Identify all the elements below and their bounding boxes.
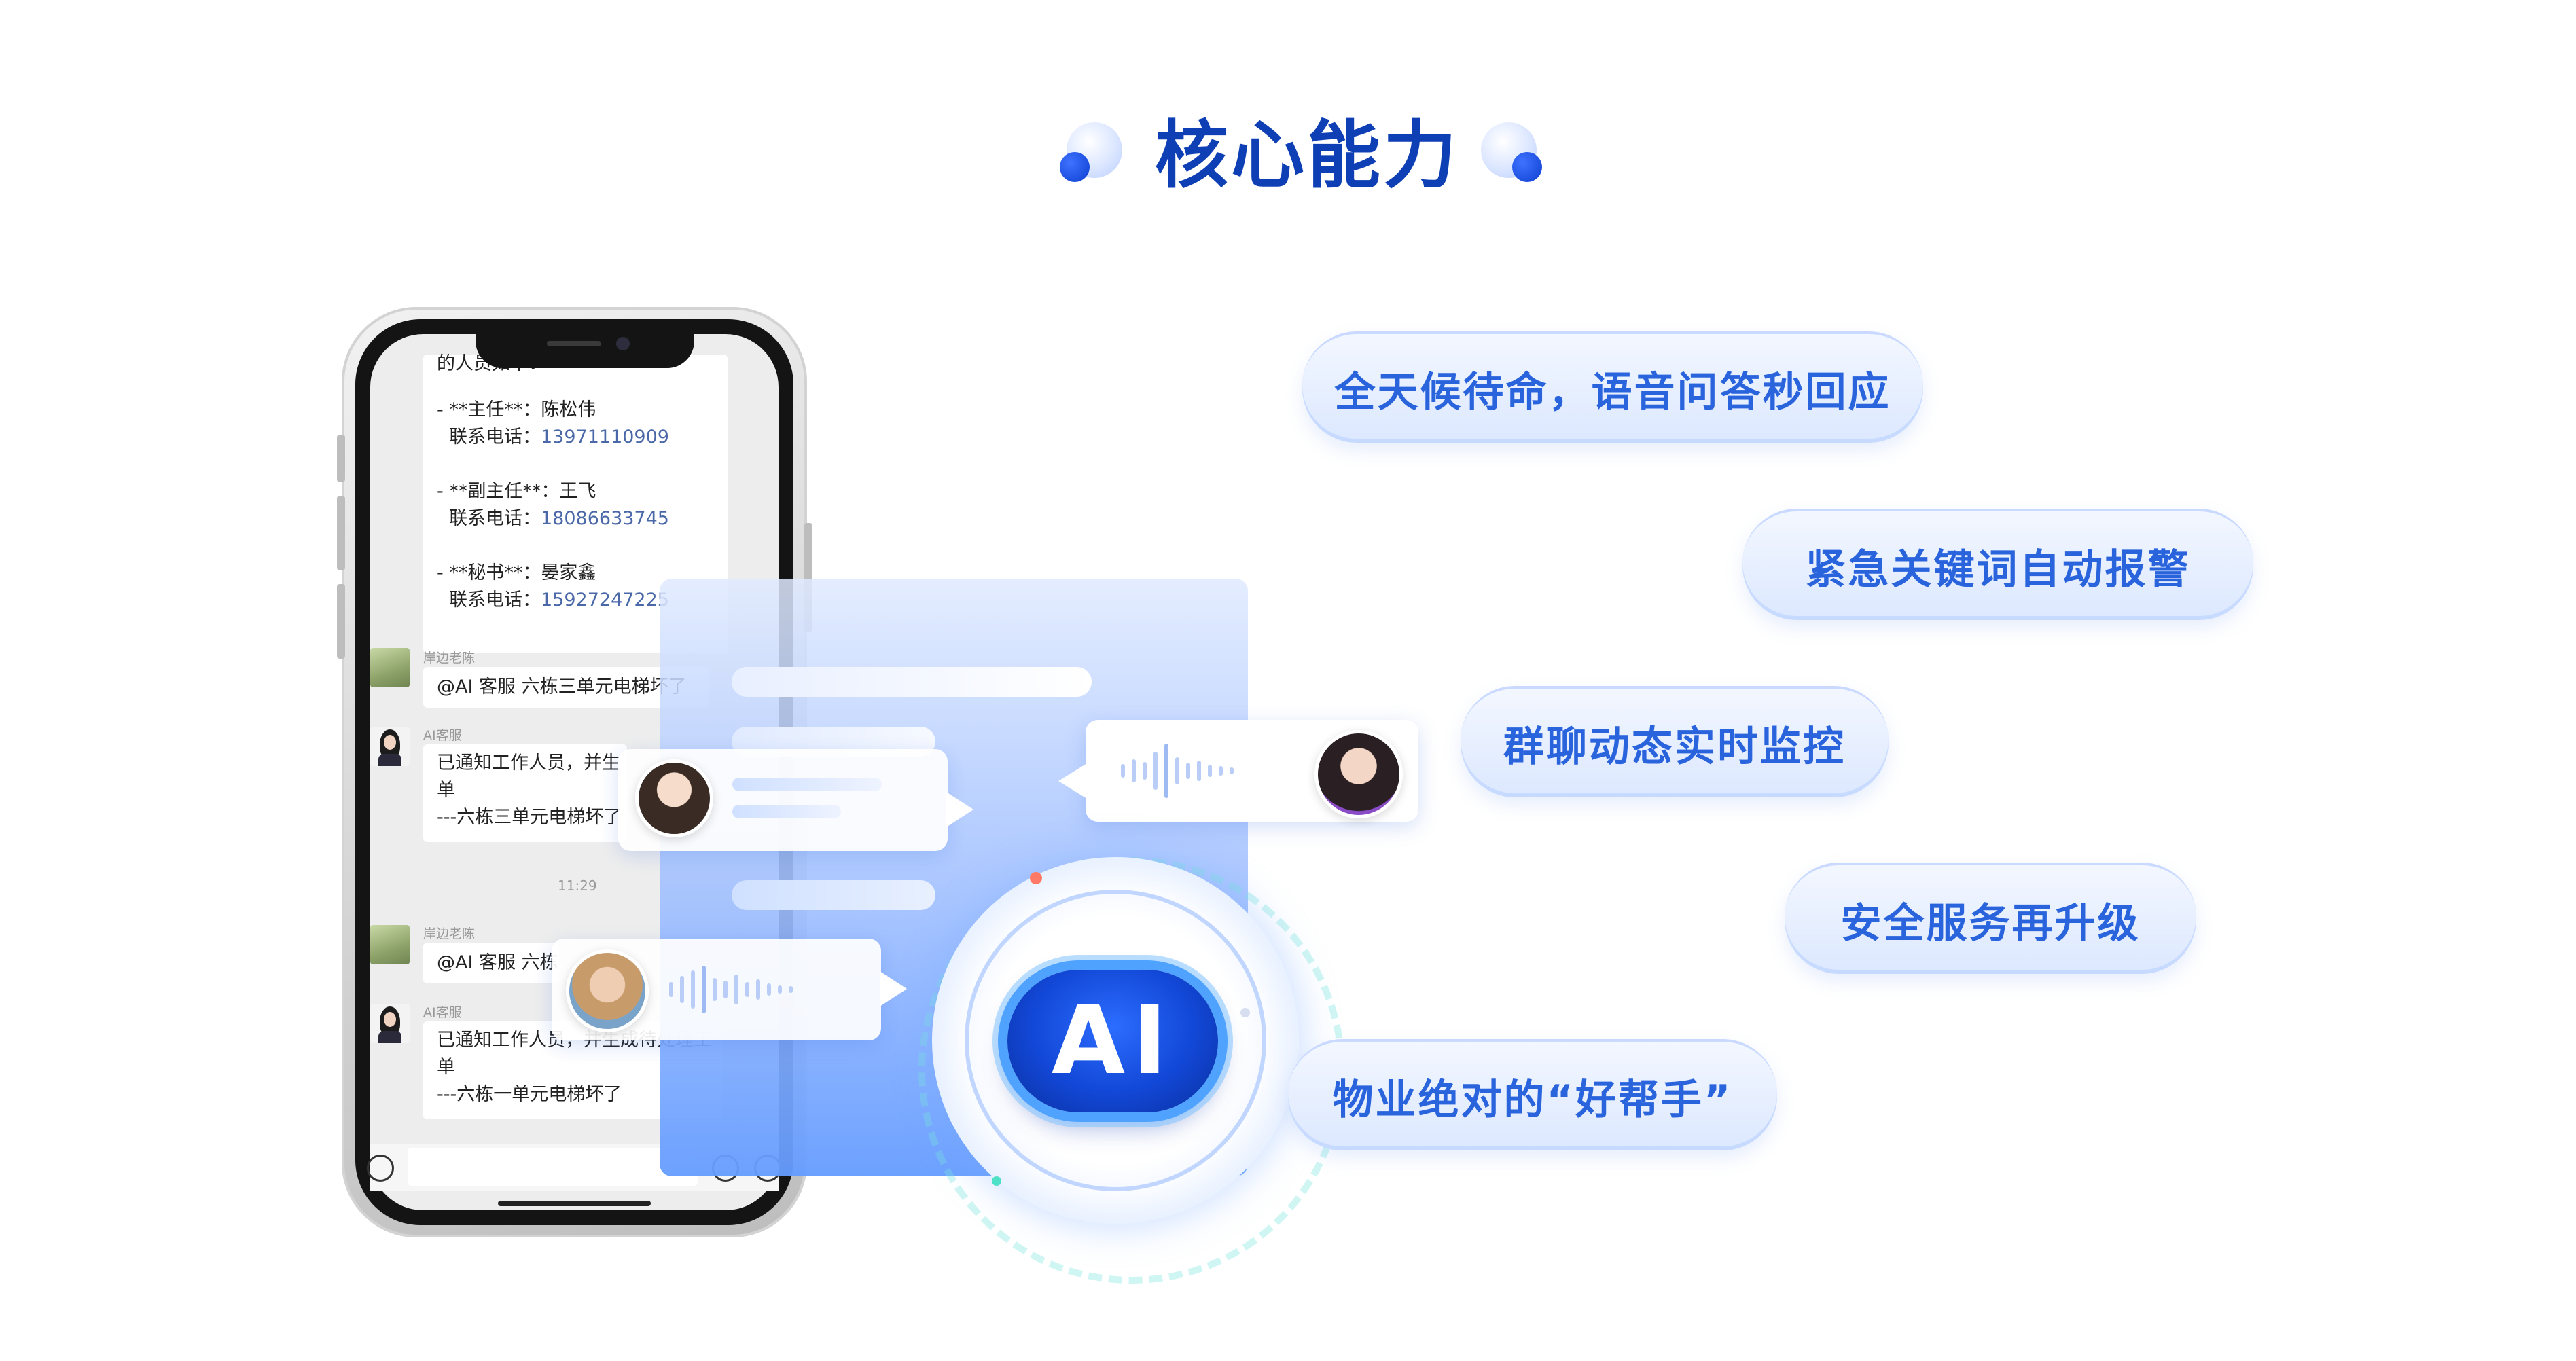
avatar[interactable]: [370, 648, 410, 687]
feature-label: 紧急关键词自动报警: [1805, 545, 2191, 594]
phone-camera: [616, 337, 630, 350]
heading-decoration-right: [1481, 122, 1542, 183]
phone-label: 联系电话：: [449, 508, 541, 529]
text-placeholder-line: [732, 778, 882, 791]
voice-icon[interactable]: [367, 1155, 394, 1182]
female-avatar-icon: [1314, 730, 1403, 818]
audio-waveform-icon: [1121, 740, 1234, 801]
phone-volume-down: [337, 584, 345, 659]
panel-bar: [732, 880, 935, 910]
orb-dot-teal: [992, 1176, 1001, 1186]
card-tail: [946, 792, 973, 827]
chat-text: @AI 客服 六栋三单元电梯坏了: [437, 676, 687, 697]
chat-input[interactable]: [408, 1148, 698, 1186]
orb-dot-red: [1030, 872, 1042, 884]
phone-side-button: [337, 435, 345, 482]
chat-text: ---六栋一单元电梯坏了: [437, 1084, 622, 1105]
avatar[interactable]: [370, 1004, 410, 1043]
heading-decoration-left: [1060, 122, 1122, 183]
audio-waveform-icon: [669, 959, 793, 1020]
chat-text: @AI 客服 六栋: [437, 952, 558, 973]
card-tail: [1058, 763, 1087, 799]
panel-bar: [732, 667, 1092, 697]
phone-label: 联系电话：: [449, 589, 541, 611]
contact-role: - **副主任**：王飞: [437, 481, 596, 502]
feature-pill: 群聊动态实时监控: [1461, 686, 1889, 797]
feature-label: 全天候待命，语音问答秒回应: [1334, 368, 1891, 416]
sender-name: AI客服: [423, 1005, 462, 1020]
contact-role: - **主任**：陈松伟: [437, 399, 596, 420]
feature-pill: 安全服务再升级: [1785, 863, 2196, 974]
chat-text: ---六栋三单元电梯坏了: [437, 807, 622, 828]
ai-badge-label: AI: [1051, 985, 1175, 1096]
phone-speaker: [547, 341, 601, 346]
orb-dot-grey: [1240, 1008, 1250, 1017]
sender-name: 岸边老陈: [423, 651, 476, 666]
avatar[interactable]: [370, 925, 410, 964]
male-avatar-icon: [566, 949, 649, 1032]
chat-text: 单: [437, 1057, 455, 1078]
female-avatar-icon: [635, 759, 713, 837]
timestamp: 11:29: [558, 877, 597, 894]
phone-volume-up: [337, 496, 345, 570]
chat-bubble: 已通知工作人员，并生 单 ---六栋三单元电梯坏了: [423, 744, 627, 842]
home-indicator: [498, 1201, 651, 1206]
feature-pill: 紧急关键词自动报警: [1742, 509, 2253, 620]
feature-label: 群聊动态实时监控: [1503, 723, 1846, 771]
phone-label: 联系电话：: [449, 427, 541, 448]
chat-text: 已通知工作人员，并生: [437, 752, 620, 774]
phone-number-link[interactable]: 13971110909: [541, 427, 669, 448]
feature-pill: 物业绝对的“好帮手”: [1288, 1039, 1777, 1150]
avatar[interactable]: [370, 727, 410, 766]
page-title: 核心能力: [1155, 113, 1460, 198]
ai-badge[interactable]: AI: [1007, 970, 1218, 1112]
feature-label: 物业绝对的“好帮手”: [1332, 1076, 1733, 1124]
card-tail: [880, 971, 907, 1006]
sender-name: 岸边老陈: [423, 926, 476, 941]
contact-role: - **秘书**：晏家鑫: [437, 562, 596, 583]
phone-number-link[interactable]: 18086633745: [541, 508, 669, 529]
feature-pill: 全天候待命，语音问答秒回应: [1302, 331, 1923, 443]
chat-bubble: @AI 客服 六栋: [423, 943, 559, 983]
chat-text: 单: [437, 780, 455, 801]
feature-label: 安全服务再升级: [1840, 899, 2141, 947]
phone-number-link[interactable]: 15927247225: [541, 589, 669, 611]
sender-name: AI客服: [423, 728, 462, 743]
text-placeholder-line: [732, 805, 841, 818]
phone-notch: [476, 333, 694, 368]
